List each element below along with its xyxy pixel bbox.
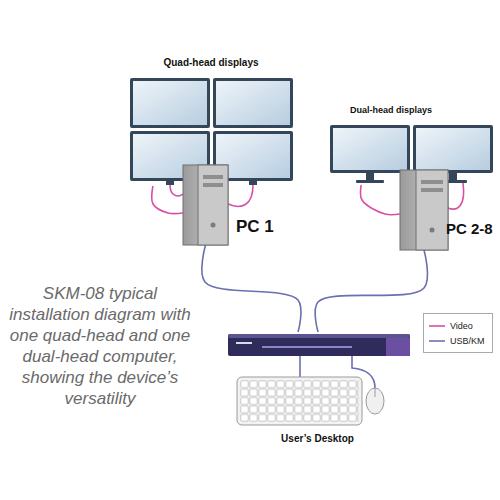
- computer: PC 2-8: [400, 170, 448, 250]
- display-group: Quad-head displays: [128, 76, 294, 186]
- legend-row: Video: [428, 318, 488, 333]
- node-label: Quad-head displays: [128, 57, 294, 68]
- legend-sample: [428, 337, 446, 345]
- node-label: User’s Desktop: [225, 433, 410, 444]
- legend-label: Video: [450, 321, 473, 331]
- legend: VideoUSB/KM: [423, 313, 493, 353]
- node-label: PC 1: [236, 217, 281, 237]
- display-group: Dual-head displays: [328, 123, 494, 185]
- legend-line: [429, 325, 445, 327]
- kvm-switch: [228, 334, 410, 356]
- mouse: [366, 388, 384, 414]
- keyboard: [237, 377, 362, 425]
- video-cable: [361, 185, 400, 215]
- node-label: PC 2-8: [446, 220, 494, 237]
- pc-tower: [400, 170, 448, 250]
- video-cable: [152, 186, 183, 214]
- legend-line: [429, 340, 445, 342]
- computer: PC 1: [183, 165, 228, 245]
- pc-tower: [183, 165, 228, 245]
- usb-km-cable: [315, 250, 427, 332]
- legend-label: USB/KM: [450, 336, 485, 346]
- user-desktop: User’s Desktop: [225, 332, 410, 450]
- usb-km-cable: [202, 245, 301, 332]
- caption: SKM-08 typical installation diagram with…: [6, 283, 194, 409]
- legend-sample: [428, 322, 446, 330]
- node-label: Dual-head displays: [350, 105, 500, 115]
- legend-row: USB/KM: [428, 333, 488, 348]
